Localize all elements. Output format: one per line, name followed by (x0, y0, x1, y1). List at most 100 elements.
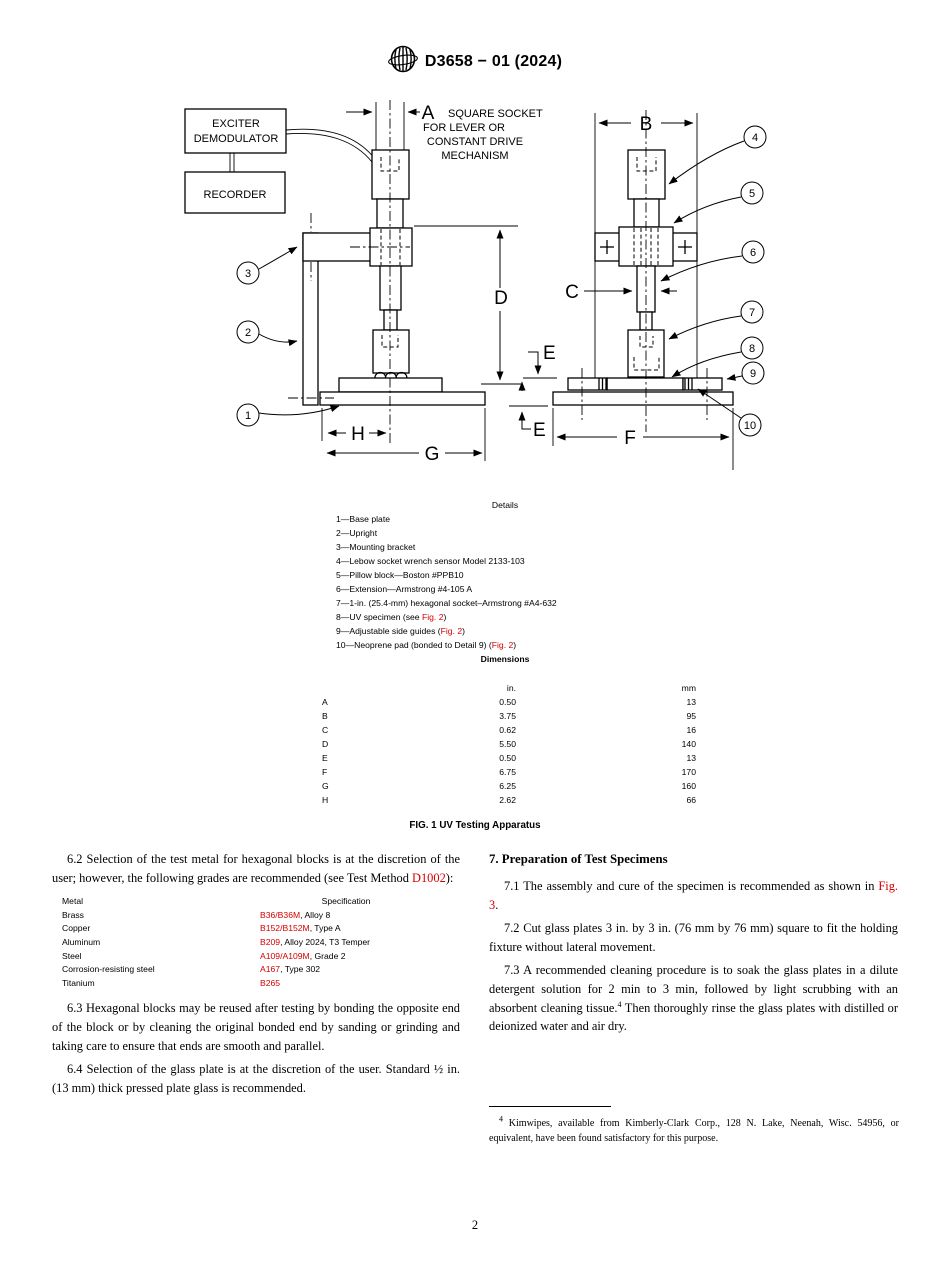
callout-9: 9 (726, 361, 765, 385)
svg-text:2: 2 (245, 327, 251, 339)
svg-text:B: B (640, 114, 653, 135)
footnote-block: 4 Kimwipes, available from Kimberly-Clar… (489, 1106, 899, 1147)
left-apparatus (288, 100, 486, 446)
dim-g: G (326, 408, 486, 465)
para-7-1: 7.1 The assembly and cure of the specime… (489, 879, 898, 912)
dim-f: F (552, 408, 734, 470)
figure-caption: FIG. 1 UV Testing Apparatus (409, 820, 541, 831)
astm-logo-icon (387, 45, 418, 79)
connection-cables (229, 128, 376, 172)
spec-link[interactable]: A109/A109M (260, 950, 310, 961)
callout-10: 10 (697, 388, 762, 437)
svg-text:1: 1 (245, 410, 251, 422)
spec-link[interactable]: B209 (260, 936, 281, 947)
svg-text:D: D (494, 288, 508, 309)
callout-5: 5 (673, 181, 764, 224)
svg-text:E: E (543, 343, 556, 364)
exciter-demodulator-box: EXCITER DEMODULATOR (184, 108, 287, 154)
dim-e-lower: E (509, 405, 548, 441)
spec-link[interactable]: B152/B152M (260, 923, 310, 934)
svg-text:H: H (351, 424, 365, 445)
fig2-link[interactable]: Fig. 2 (491, 640, 514, 650)
svg-text:DEMODULATOR: DEMODULATOR (194, 133, 279, 145)
dim-a: A (346, 102, 435, 150)
details-list: Details 1—Base plate 2—Upright 3—Mountin… (336, 498, 674, 666)
footnote-ref[interactable]: 4 (617, 999, 622, 1009)
fig3-link[interactable]: Fig. 3 (489, 879, 898, 912)
svg-text:CONSTANT DRIVE: CONSTANT DRIVE (427, 136, 523, 148)
page-header: D3658 − 01 (2024) (0, 44, 950, 80)
para-6-4: 6.4 Selection of the glass plate is at t… (52, 1062, 460, 1095)
fig2-link[interactable]: Fig. 2 (440, 626, 463, 636)
detail-item: 4—Lebow socket wrench sensor Model 2133-… (336, 556, 525, 566)
para-6-3: 6.3 Hexagonal blocks may be reused after… (52, 1001, 460, 1053)
dim-d: D (414, 225, 521, 385)
svg-text:A: A (422, 103, 435, 124)
svg-text:7: 7 (749, 307, 755, 319)
left-column: 6.2 Selection of the test metal for hexa… (52, 850, 460, 1097)
svg-text:SQUARE SOCKET: SQUARE SOCKET (448, 108, 543, 120)
dim-h: H (321, 408, 387, 445)
svg-text:3: 3 (245, 268, 251, 280)
svg-text:FOR LEVER OR: FOR LEVER OR (423, 122, 505, 134)
para-7-3: 7.3 A recommended cleaning procedure is … (489, 963, 898, 1034)
dim-b: B (598, 114, 694, 135)
svg-text:9: 9 (750, 368, 756, 380)
para-6-2: 6.2 Selection of the test metal for hexa… (52, 852, 460, 885)
svg-text:RECORDER: RECORDER (204, 189, 267, 201)
svg-text:5: 5 (749, 188, 755, 200)
detail-item: 2—Upright (336, 528, 378, 538)
svg-text:E: E (533, 420, 546, 441)
svg-text:10: 10 (744, 420, 756, 432)
spec-link[interactable]: B36/B36M (260, 909, 301, 920)
detail-item: 5—Pillow block—Boston #PPB10 (336, 570, 464, 580)
fig2-link[interactable]: Fig. 2 (421, 612, 444, 622)
svg-text:MECHANISM: MECHANISM (441, 150, 508, 162)
fig1-drawing: EXCITER DEMODULATOR RECORDER (184, 100, 767, 470)
details-title: Details (491, 500, 519, 510)
dimensions-title: Dimensions (480, 654, 530, 664)
svg-text:F: F (624, 428, 636, 449)
footnote-rule (489, 1106, 611, 1107)
right-column: 7. Preparation of Test Specimens 7.1 The… (489, 850, 898, 1036)
page-number: 2 (471, 1218, 479, 1232)
callout-3: 3 (236, 246, 298, 285)
dim-e-upper: E (518, 343, 557, 391)
doc-code: D3658 − 01 (2024) (424, 53, 563, 70)
footnote-4: 4 Kimwipes, available from Kimberly-Clar… (489, 1114, 899, 1145)
detail-item: 9—Adjustable side guides (Fig. 2) (336, 626, 465, 636)
callout-8: 8 (671, 336, 764, 378)
callout-6: 6 (660, 240, 765, 282)
d1002-link[interactable]: D1002 (412, 870, 446, 885)
detail-item: 8—UV specimen (see Fig. 2) (336, 612, 447, 622)
dim-c: C (565, 282, 677, 303)
right-apparatus (552, 110, 734, 432)
dimensions-header-row: in.mm (506, 683, 696, 693)
spec-link[interactable]: B265 (260, 977, 281, 988)
svg-text:6: 6 (750, 247, 756, 259)
spec-link[interactable]: A167 (260, 964, 281, 975)
detail-item: 3—Mounting bracket (336, 542, 416, 552)
detail-item: 6—Extension—Armstrong #4-105 A (336, 584, 473, 594)
callout-1: 1 (236, 403, 340, 427)
svg-text:G: G (425, 444, 440, 465)
svg-text:4: 4 (752, 132, 758, 144)
para-7-2: 7.2 Cut glass plates 3 in. by 3 in. (76 … (489, 921, 898, 954)
callout-2: 2 (236, 320, 298, 347)
